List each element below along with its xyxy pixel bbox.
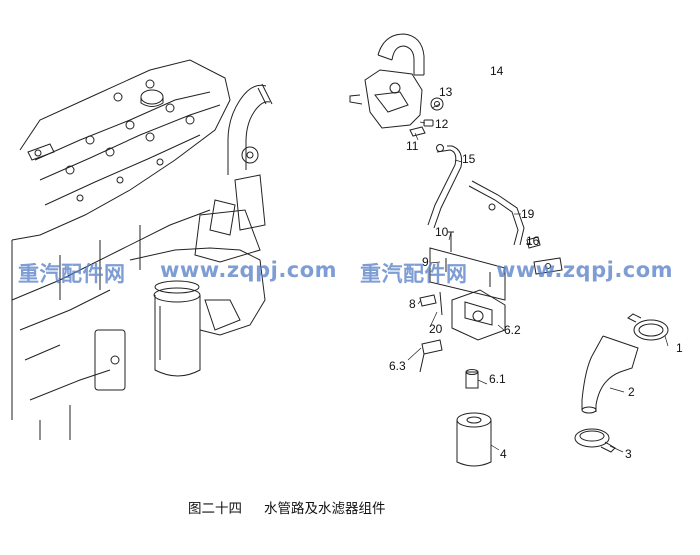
callout-6-2: 6.2 xyxy=(504,323,521,337)
callout-14: 14 xyxy=(490,64,504,78)
engine-filter-canister xyxy=(153,280,201,377)
exploded-parts xyxy=(349,33,669,467)
callout-6-1: 6.1 xyxy=(489,372,506,386)
callout-16: 16 xyxy=(526,234,540,248)
figure-caption: 图二十四 水管路及水滤器组件 xyxy=(188,497,408,517)
callout-1: 1 xyxy=(676,341,683,355)
callout-9: 9 xyxy=(422,255,429,269)
callout-4: 4 xyxy=(500,447,507,461)
callout-10: 10 xyxy=(435,225,449,239)
callout-12: 12 xyxy=(435,117,449,131)
watermark-right-url: www.zqpj.com xyxy=(496,258,674,282)
watermark-right-cn: 重汽配件网 xyxy=(360,262,468,286)
callout-6-3: 6.3 xyxy=(389,359,406,373)
callout-20: 20 xyxy=(429,322,443,336)
engine-block xyxy=(11,59,273,440)
figure-number: 图二十四 xyxy=(188,501,242,517)
callout-13: 13 xyxy=(439,85,453,99)
callout-19: 19 xyxy=(521,207,535,221)
callout-11: 11 xyxy=(406,139,419,153)
callout-15: 15 xyxy=(462,152,476,166)
callout-3: 3 xyxy=(625,447,632,461)
watermark-left-cn: 重汽配件网 xyxy=(18,262,126,286)
figure-title: 水管路及水滤器组件 xyxy=(264,501,386,517)
watermark-left-url: www.zqpj.com xyxy=(160,258,338,282)
callout-2: 2 xyxy=(628,385,635,399)
callout-8: 8 xyxy=(409,297,416,311)
water-filter-element xyxy=(456,412,492,467)
